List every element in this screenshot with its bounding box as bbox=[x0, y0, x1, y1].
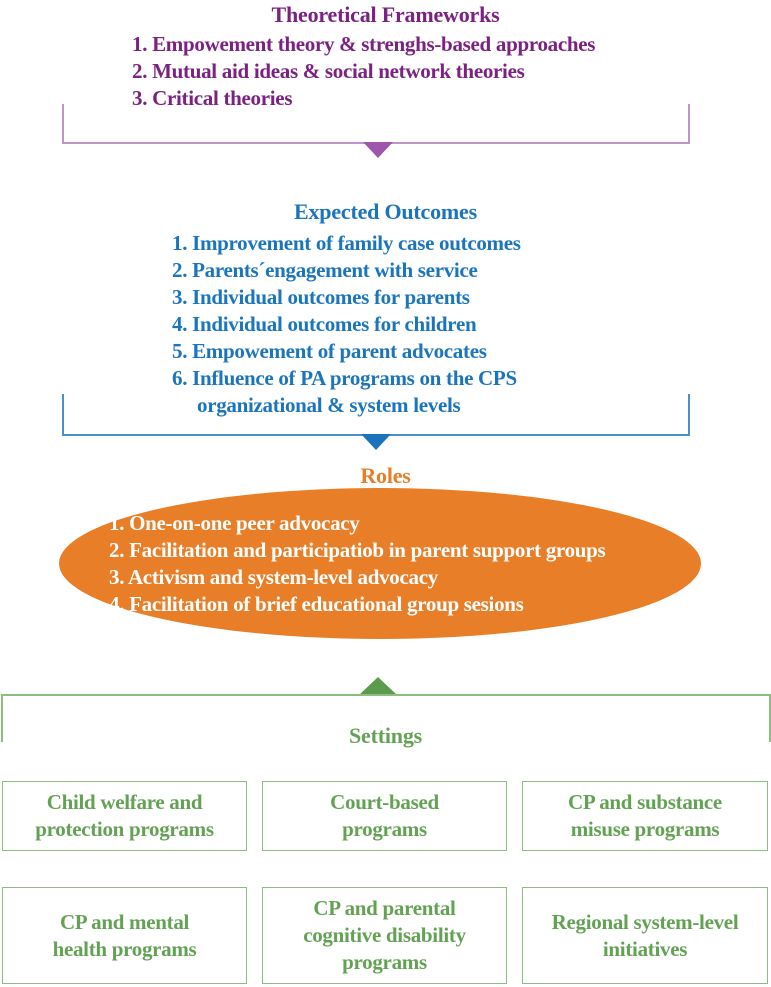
list-item: 4. Facilitation of brief educational gro… bbox=[109, 591, 524, 616]
roles-title: Roles bbox=[360, 463, 411, 488]
settings-box-label: Court-based programs bbox=[330, 790, 439, 841]
settings-box-label: CP and substance misuse programs bbox=[568, 790, 722, 841]
list-item: 6. Influence of PA programs on the CPS bbox=[172, 366, 517, 390]
up-arrow-icon bbox=[359, 677, 397, 695]
settings-box-label: CP and parental cognitive disability pro… bbox=[303, 896, 466, 974]
list-item: 3. Activism and system-level advocacy bbox=[109, 564, 438, 589]
settings-box-label: CP and mental health programs bbox=[52, 909, 197, 961]
settings-box-mental-health: CP and mental health programs bbox=[2, 887, 247, 984]
list-item: 3. Critical theories bbox=[132, 86, 293, 110]
frameworks-list: 1. Empowement theory & strenghs-based ap… bbox=[132, 31, 595, 112]
settings-box-regional-initiatives: Regional system-level initiatives bbox=[522, 887, 768, 984]
settings-title: Settings bbox=[349, 723, 422, 748]
settings-box-substance-misuse: CP and substance misuse programs bbox=[522, 781, 768, 851]
roles-list: 1. One-on-one peer advocacy 2. Facilitat… bbox=[59, 510, 606, 618]
outcomes-title: Expected Outcomes bbox=[294, 199, 477, 224]
settings-bracket bbox=[1, 694, 771, 742]
outcomes-bracket bbox=[62, 394, 690, 436]
list-item: 4. Individual outcomes for children bbox=[172, 312, 477, 336]
list-item: 2. Mutual aid ideas & social network the… bbox=[132, 59, 525, 83]
settings-box-label: Child welfare and protection programs bbox=[35, 790, 214, 841]
list-item: 1. Improvement of family case outcomes bbox=[172, 231, 521, 255]
list-item: 5. Empowement of parent advocates bbox=[172, 339, 487, 363]
list-item: 3. Individual outcomes for parents bbox=[172, 285, 470, 309]
list-item: 1. Empowement theory & strenghs-based ap… bbox=[132, 32, 596, 56]
down-arrow-icon bbox=[361, 434, 391, 450]
list-item: 2. Facilitation and participatiob in par… bbox=[109, 537, 606, 562]
list-item: 1. One-on-one peer advocacy bbox=[109, 510, 360, 535]
settings-box-label: Regional system-level initiatives bbox=[551, 909, 739, 961]
down-arrow-icon bbox=[363, 142, 393, 158]
settings-box-court-based: Court-based programs bbox=[262, 781, 507, 851]
settings-box-cognitive-disability: CP and parental cognitive disability pro… bbox=[262, 887, 507, 984]
frameworks-title: Theoretical Frameworks bbox=[271, 2, 500, 27]
settings-box-child-welfare: Child welfare and protection programs bbox=[2, 781, 247, 851]
roles-ellipse: 1. One-on-one peer advocacy 2. Facilitat… bbox=[59, 488, 701, 639]
list-item-continuation: organizational & system levels bbox=[197, 393, 461, 417]
list-item: 2. Parents´engagement with service bbox=[172, 258, 478, 282]
outcomes-list: 1. Improvement of family case outcomes 2… bbox=[172, 230, 521, 419]
frameworks-bracket bbox=[62, 104, 690, 144]
